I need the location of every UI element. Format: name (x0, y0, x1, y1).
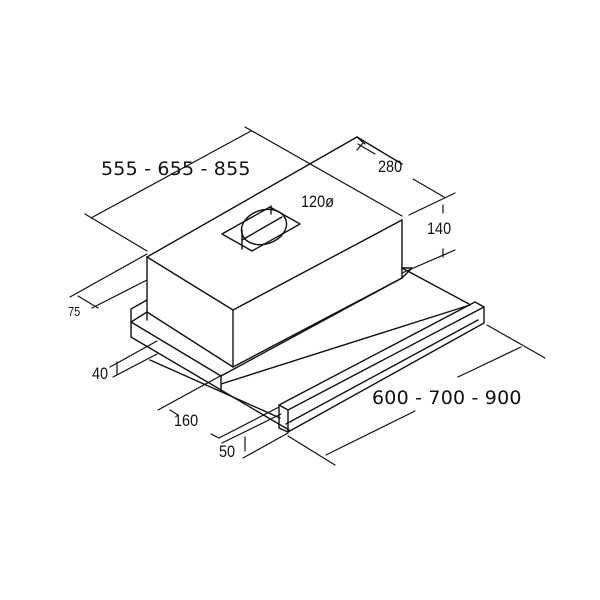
telescopic-tray (130, 267, 485, 433)
hood-body (146, 136, 403, 368)
duct-diameter-label: 120ø (301, 192, 334, 211)
handle-height-label: 50 (219, 442, 236, 461)
rear-offset-label: 75 (68, 304, 81, 319)
depth-label: 280 (378, 157, 403, 176)
body-width-label: 555 - 655 - 855 (101, 158, 251, 180)
dimension-lines (69, 126, 546, 466)
duct-outlet (221, 205, 301, 252)
height-label: 140 (427, 219, 452, 238)
extension-depth-label: 160 (174, 411, 199, 430)
total-width-label: 600 - 700 - 900 (372, 387, 522, 409)
front-panel-height-label: 40 (92, 364, 109, 383)
